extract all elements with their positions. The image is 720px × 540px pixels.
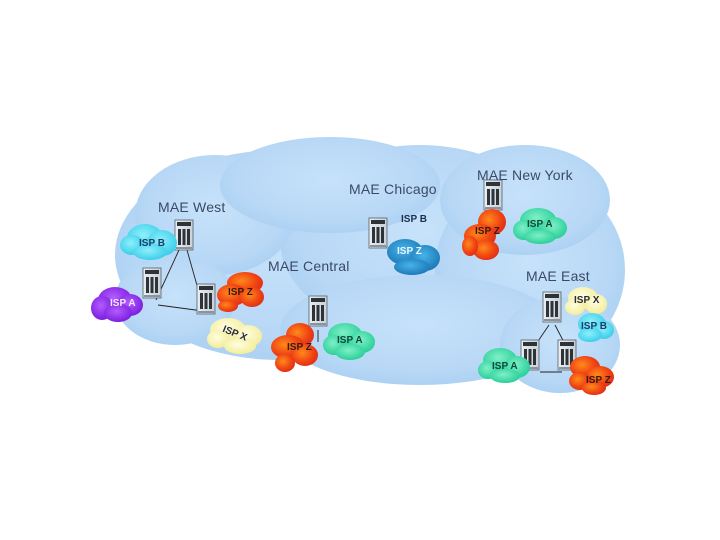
isp-cloud-chicago-z — [387, 239, 440, 275]
label-east-isp-x: ISP X — [574, 295, 600, 306]
mae-chicago-router — [368, 217, 388, 249]
mae-central-router — [308, 295, 328, 327]
isp-cloud-central-z — [271, 323, 318, 372]
label-newyork-isp-z: ISP Z — [475, 226, 500, 237]
isp-cloud-east-b — [578, 313, 614, 342]
mae-newyork-router — [483, 179, 503, 211]
label-east-isp-z: ISP Z — [586, 375, 611, 386]
isp-cloud-west-a — [91, 287, 143, 322]
isp-cloud-west-x — [207, 318, 262, 354]
label-mae-central: MAE Central — [268, 258, 350, 274]
label-west-isp-a: ISP A — [110, 298, 136, 309]
label-east-isp-b: ISP B — [581, 321, 607, 332]
mae-west-router-left — [142, 267, 162, 299]
label-mae-west: MAE West — [158, 199, 226, 215]
isp-cloud-newyork-a — [513, 208, 567, 244]
isp-cloud-central-a — [323, 323, 375, 360]
isp-cloud-east-z — [569, 356, 614, 395]
isp-cloud-west-z — [217, 272, 264, 312]
isp-cloud-west-b — [120, 224, 177, 260]
label-mae-east: MAE East — [526, 268, 590, 284]
label-chicago-isp-b: ISP B — [401, 214, 427, 225]
mae-west-router-right — [196, 283, 216, 315]
label-newyork-isp-a: ISP A — [527, 219, 553, 230]
isp-cloud-east-a — [478, 348, 530, 383]
isp-cloud-east-x — [565, 287, 607, 315]
label-mae-newyork: MAE New York — [477, 167, 573, 183]
label-west-isp-b: ISP B — [139, 238, 165, 249]
label-west-isp-z: ISP Z — [228, 287, 253, 298]
label-central-isp-z: ISP Z — [287, 342, 312, 353]
mae-east-router-top — [542, 291, 562, 323]
label-central-isp-a: ISP A — [337, 335, 363, 346]
label-mae-chicago: MAE Chicago — [349, 181, 437, 197]
mae-west-router-top — [174, 219, 194, 251]
isp-cloud-newyork-z — [462, 209, 506, 260]
label-east-isp-a: ISP A — [492, 361, 518, 372]
label-chicago-isp-z: ISP Z — [397, 246, 422, 257]
